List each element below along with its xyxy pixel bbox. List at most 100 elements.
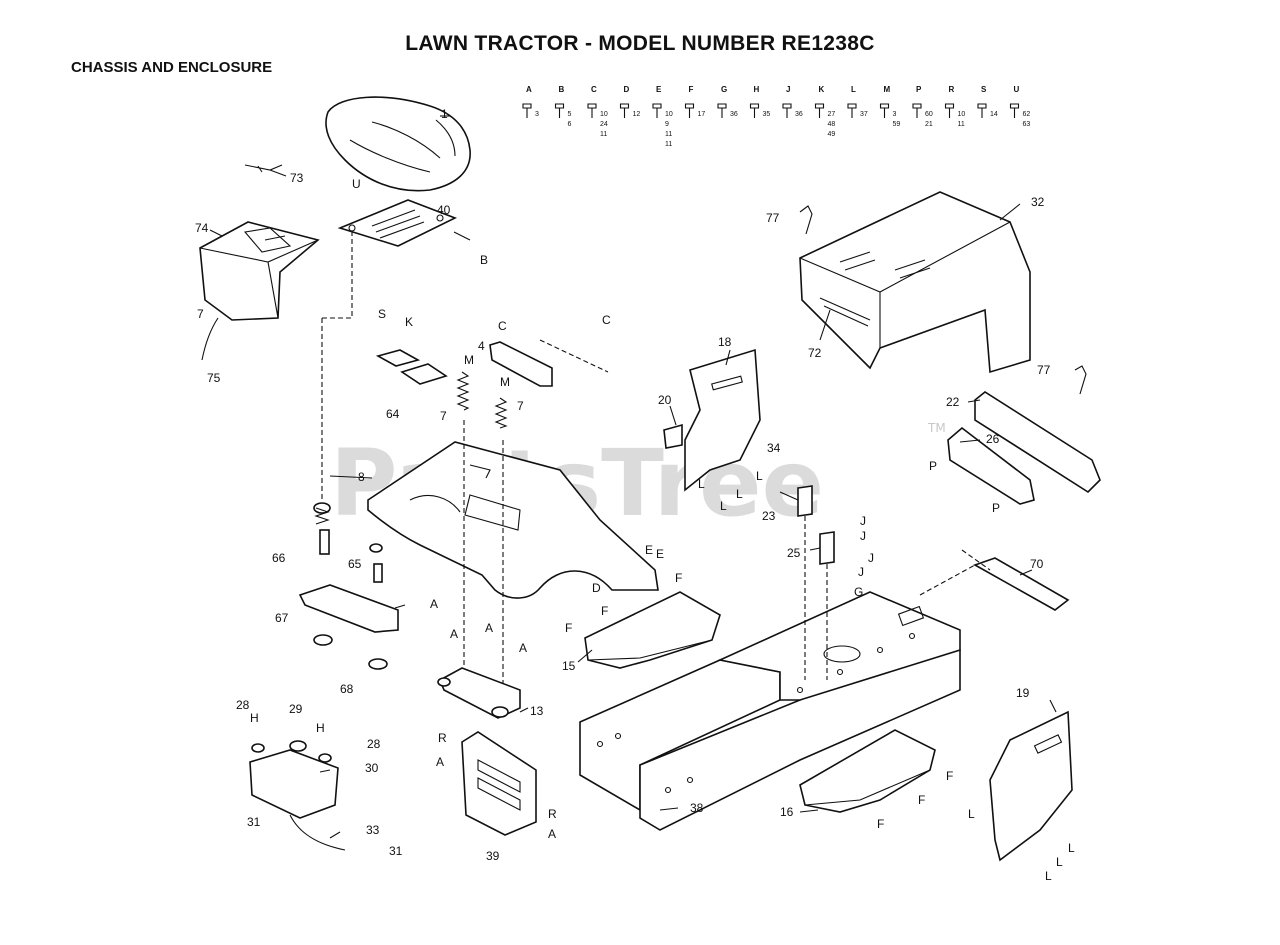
leader-lines (209, 115, 1057, 839)
callout-H2: H (316, 721, 325, 735)
callout-L4: L (756, 469, 763, 483)
part-bracket-25[interactable] (819, 531, 835, 565)
hardware-item-L[interactable]: L37 (847, 85, 868, 118)
bolt-icon (749, 103, 760, 118)
part-bracket-23[interactable] (797, 485, 813, 517)
hardware-item-S[interactable]: S14 (977, 85, 998, 118)
hardware-number: 21 (925, 121, 933, 128)
page-title: LAWN TRACTOR - MODEL NUMBER RE1238C (405, 32, 875, 55)
part-grille-22[interactable] (974, 391, 1101, 494)
hardware-legend: A3B56C102411D12E1091111F17G36H35J36K2748… (522, 85, 1031, 148)
part-spring-right[interactable] (494, 397, 508, 429)
part-pad-2[interactable] (400, 363, 448, 385)
hardware-item-J[interactable]: J36 (782, 85, 803, 118)
part-lever[interactable] (489, 339, 609, 387)
callout-22: 22 (946, 395, 960, 409)
part-footrest-left[interactable] (584, 591, 721, 669)
bolt-icon (977, 103, 987, 118)
callout-C2: C (602, 313, 611, 327)
hardware-number: 11 (600, 131, 607, 138)
part-hood[interactable] (799, 191, 1031, 374)
part-front-panel[interactable] (461, 731, 537, 836)
callout-34: 34 (767, 441, 781, 455)
part-fuel-tank[interactable] (249, 740, 346, 851)
callout-31: 31 (247, 815, 261, 829)
bolt-icon (684, 103, 695, 118)
watermark-trademark: TM (927, 421, 946, 435)
hardware-number: 27 (828, 111, 836, 118)
part-fender[interactable] (367, 441, 659, 599)
callout-F5: F (918, 793, 925, 807)
part-pin-77b[interactable] (1074, 365, 1087, 395)
callout-72: 72 (808, 346, 822, 360)
callout-64: 64 (386, 407, 400, 421)
callout-K: K (405, 315, 413, 329)
hardware-number: 5 (568, 111, 572, 118)
callout-P: P (929, 459, 937, 473)
callout-30: 30 (365, 761, 379, 775)
hardware-number: 60 (925, 111, 933, 118)
part-mount-plate[interactable] (298, 502, 399, 670)
hardware-number: 49 (828, 131, 836, 138)
part-seat-bracket[interactable] (337, 199, 471, 247)
callout-F6: F (877, 817, 884, 831)
part-frame[interactable] (579, 591, 961, 831)
part-pivot-bracket[interactable] (437, 667, 521, 719)
section-subtitle: CHASSIS AND ENCLOSURE (71, 59, 273, 76)
callout-H: H (250, 711, 259, 725)
callout-19: 19 (1016, 686, 1030, 700)
hardware-letter: D (624, 85, 630, 94)
part-70[interactable] (973, 557, 1070, 611)
hardware-letter: A (526, 85, 532, 94)
callout-R: R (438, 731, 447, 745)
part-bracket-26[interactable] (947, 426, 1035, 505)
part-pad-1[interactable] (375, 349, 421, 367)
hardware-letter: U (1014, 85, 1020, 94)
hardware-number: 3 (535, 111, 539, 118)
hardware-item-D[interactable]: D12 (619, 85, 641, 118)
hardware-letter: J (786, 85, 790, 94)
part-seat[interactable] (325, 96, 471, 192)
callout-67: 67 (275, 611, 289, 625)
hardware-letter: R (949, 85, 955, 94)
hardware-number: 17 (698, 111, 706, 118)
hardware-item-B[interactable]: B56 (554, 85, 572, 128)
hardware-letter: C (591, 85, 597, 94)
bolt-icon (717, 103, 727, 118)
hardware-item-F[interactable]: F17 (684, 85, 706, 118)
hardware-item-H[interactable]: H35 (749, 85, 771, 118)
callout-16: 16 (780, 805, 794, 819)
part-pin-77a[interactable] (799, 205, 813, 235)
part-spring-left[interactable] (456, 371, 470, 411)
hardware-item-A[interactable]: A3 (522, 85, 539, 118)
callout-P2: P (992, 501, 1000, 515)
hardware-number: 3 (893, 111, 897, 118)
callout-23: 23 (762, 509, 776, 523)
hardware-item-G[interactable]: G36 (717, 85, 738, 118)
hardware-number: 24 (600, 121, 608, 128)
callout-28b: 28 (367, 737, 381, 751)
part-side-plate-right[interactable] (989, 710, 1073, 862)
hardware-letter: M (884, 85, 891, 94)
part-75-wire[interactable] (201, 317, 219, 361)
part-73[interactable] (244, 164, 283, 173)
part-footrest-right[interactable] (799, 729, 936, 813)
callout-F: F (675, 571, 682, 585)
callout-A2: A (450, 627, 458, 641)
callout-68: 68 (340, 682, 354, 696)
part-battery-box[interactable] (199, 221, 320, 321)
callout-L: L (698, 477, 705, 491)
bolt-icon (879, 103, 890, 118)
callout-75: 75 (207, 371, 221, 385)
callout-L6: L (1068, 841, 1075, 855)
part-side-plate-left[interactable] (663, 348, 761, 492)
callout-65: 65 (348, 557, 362, 571)
